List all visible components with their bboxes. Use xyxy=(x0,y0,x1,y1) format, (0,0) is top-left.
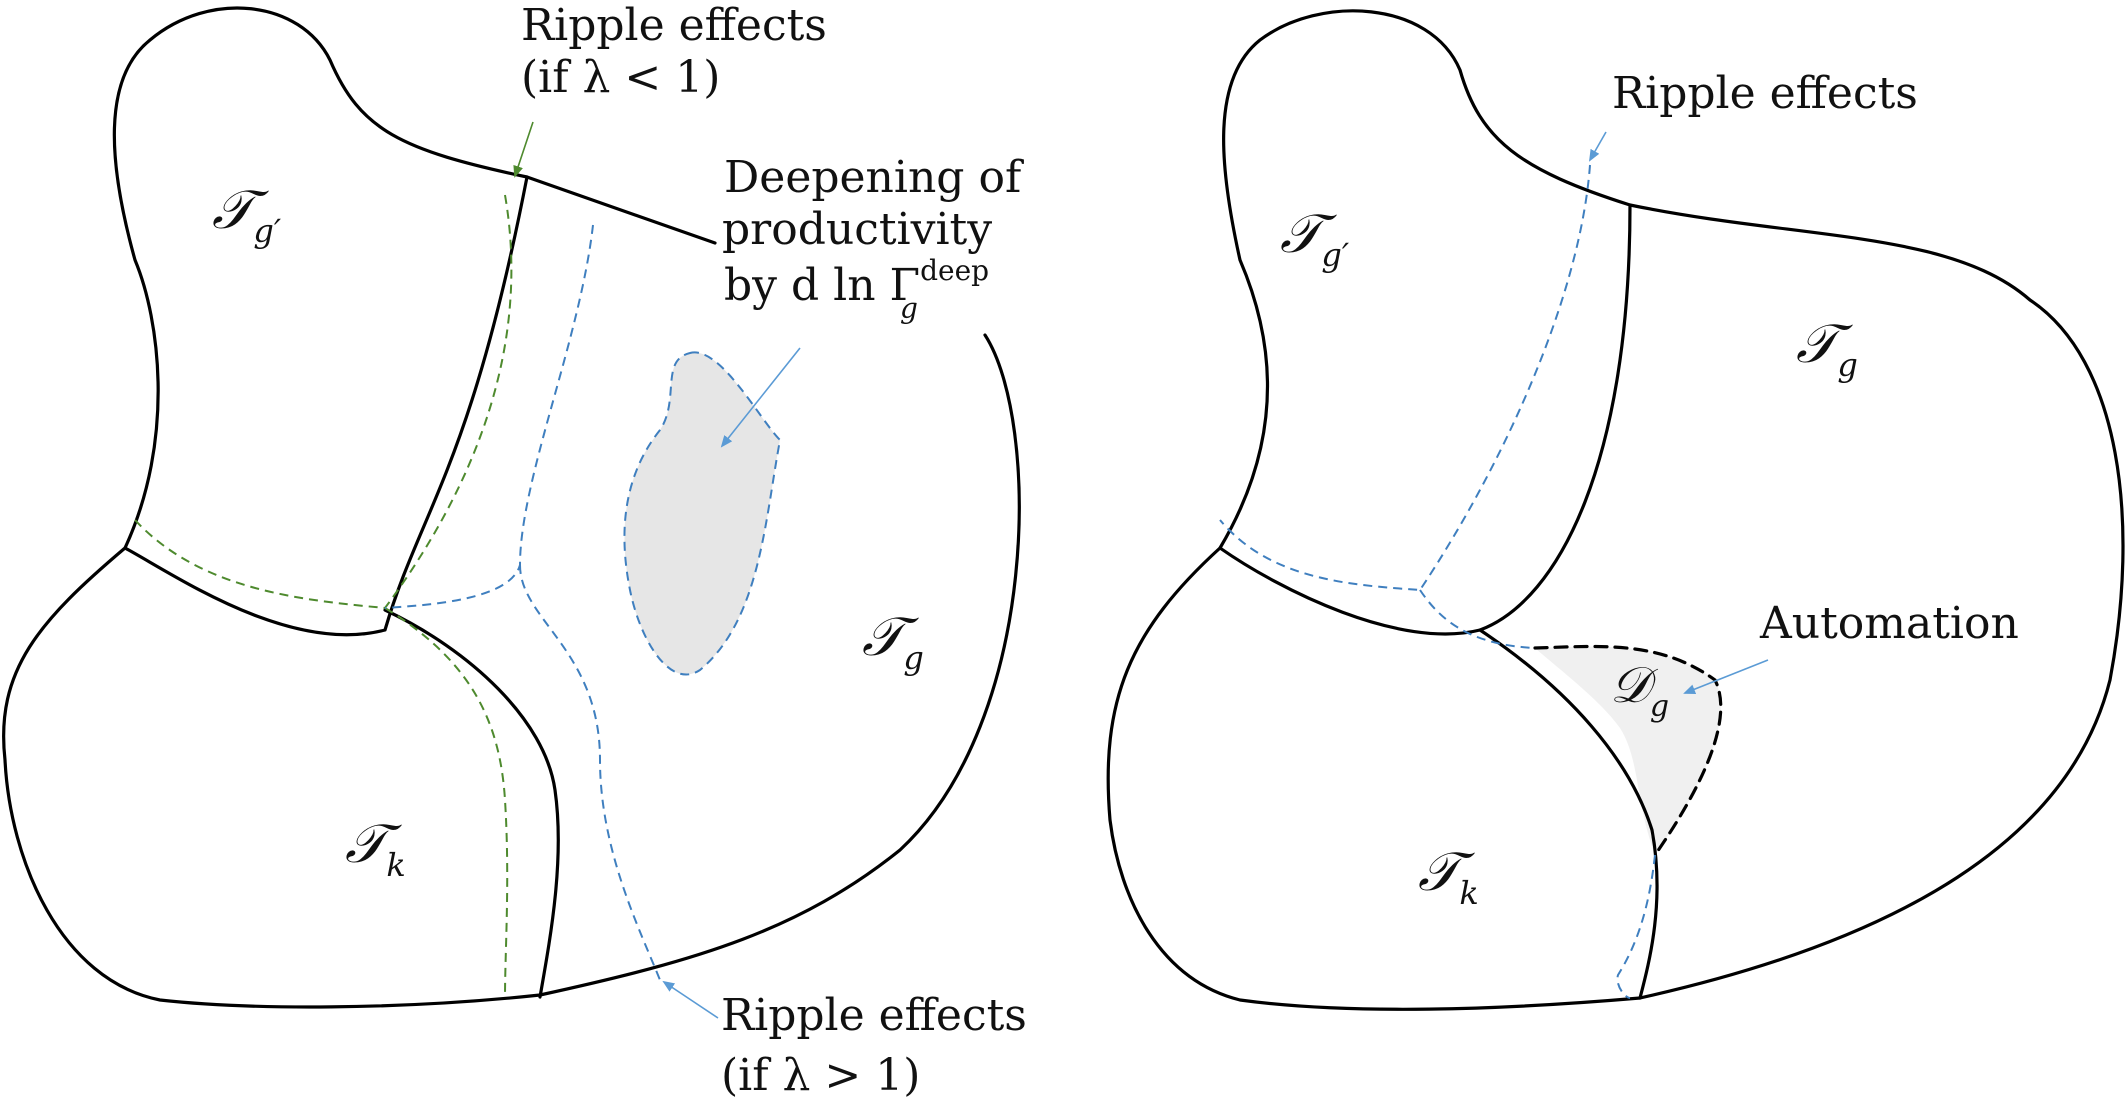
right-label-tg: 𝒯g xyxy=(1796,312,1858,384)
right-border-tk-tg xyxy=(1478,628,1659,1000)
left-panel: 𝒯g′ 𝒯g 𝒯k Ripple effects (if λ < 1) Deep… xyxy=(2,0,1027,1101)
left-region-tgprime-outline xyxy=(112,6,529,637)
left-label-tgprime: 𝒯g′ xyxy=(212,178,282,250)
left-deepening-arrow xyxy=(720,347,801,448)
left-blue-ripple xyxy=(384,224,661,981)
right-automation-area xyxy=(1535,646,1721,855)
left-label-tk: 𝒯k xyxy=(345,812,406,884)
left-outer-top-edge xyxy=(525,175,717,245)
left-ripple-bottom-line2: (if λ > 1) xyxy=(721,1050,920,1101)
left-ripple-top-line2: (if λ < 1) xyxy=(521,52,720,103)
left-green-ripple-lower xyxy=(384,607,509,998)
left-ripple-top-line1: Ripple effects xyxy=(521,0,827,51)
left-ripple-bottom-line1: Ripple effects xyxy=(721,990,1027,1041)
right-region-tgprime-outline xyxy=(1218,9,1632,636)
right-outer-bottom-left-edge xyxy=(1106,546,1642,1011)
left-deepening-blob xyxy=(623,351,782,676)
right-label-tgprime: 𝒯g′ xyxy=(1280,202,1350,274)
left-outer-right-edge xyxy=(538,333,1021,997)
right-automation-border xyxy=(1533,644,1723,857)
left-label-tg: 𝒯g xyxy=(862,605,924,677)
left-deepening-line3: by d ln Γdeep xyxy=(724,254,989,311)
left-deepening-line2: productivity xyxy=(722,204,992,255)
right-label-tk: 𝒯k xyxy=(1418,840,1479,912)
left-green-ripple-upper xyxy=(134,194,513,610)
right-blue-ripple xyxy=(1219,164,1656,999)
left-ripple-bottom-arrow xyxy=(662,980,719,1019)
left-deepening-line3-sub: g xyxy=(900,292,918,325)
right-automation-arrow xyxy=(1683,659,1769,694)
left-outer-bottom-edge xyxy=(2,546,542,1009)
right-automation-label: Automation xyxy=(1759,598,2019,649)
left-deepening-line1: Deepening of xyxy=(724,152,1024,203)
right-outer-top-right-edge xyxy=(1628,203,2125,1000)
left-ripple-top-arrow xyxy=(513,121,534,178)
right-ripple-arrow xyxy=(1589,131,1607,162)
right-ripple-label: Ripple effects xyxy=(1612,68,1918,119)
right-panel: 𝒯g′ 𝒯g 𝒯k 𝒟g Ripple effects Automation xyxy=(1106,9,2125,1011)
left-border-tk-tg xyxy=(383,608,560,999)
